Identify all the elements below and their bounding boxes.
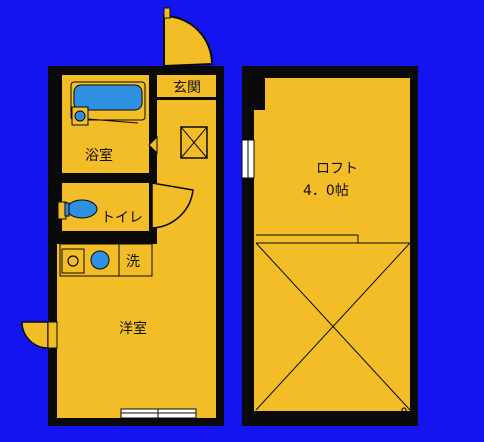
loft-size-label: 4．0帖	[303, 183, 349, 199]
bath-door	[148, 135, 158, 155]
west-door	[21, 321, 49, 349]
bath-label: 浴室	[85, 148, 113, 164]
kitchen-stove	[61, 248, 85, 274]
western-room-label: 洋室	[119, 321, 147, 337]
entrance-label: 玄関	[173, 80, 201, 96]
loft-floor	[254, 78, 410, 411]
toilet-bowl	[66, 199, 98, 219]
kitchen-sink	[90, 250, 110, 270]
bathtub-basin	[73, 84, 143, 111]
loft-label: ロフト	[316, 161, 358, 177]
loft-void-cross-b	[255, 242, 411, 411]
entrance-step	[157, 97, 216, 100]
toilet-door	[151, 182, 194, 229]
entrance-door	[163, 14, 214, 68]
shoe-box	[180, 126, 208, 159]
washer-label: 洗	[126, 254, 140, 270]
loft-corner-post	[254, 78, 265, 110]
toilet-label: トイレ	[101, 210, 143, 226]
